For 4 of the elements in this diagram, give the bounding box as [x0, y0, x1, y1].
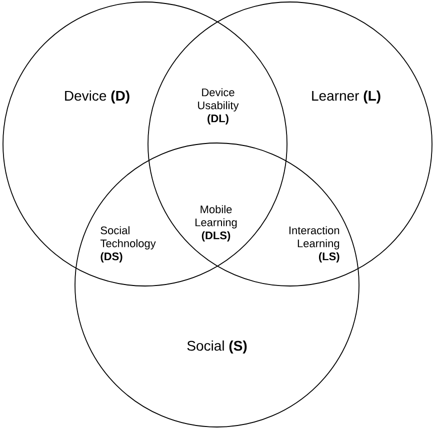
region-label: Mobile Learning (DLS): [196, 205, 237, 242]
region-label: Interaction Learning (LS): [289, 226, 340, 262]
region-label: Device Usability (DL): [198, 88, 239, 124]
region-label: Social Technology (DS): [100, 226, 156, 262]
